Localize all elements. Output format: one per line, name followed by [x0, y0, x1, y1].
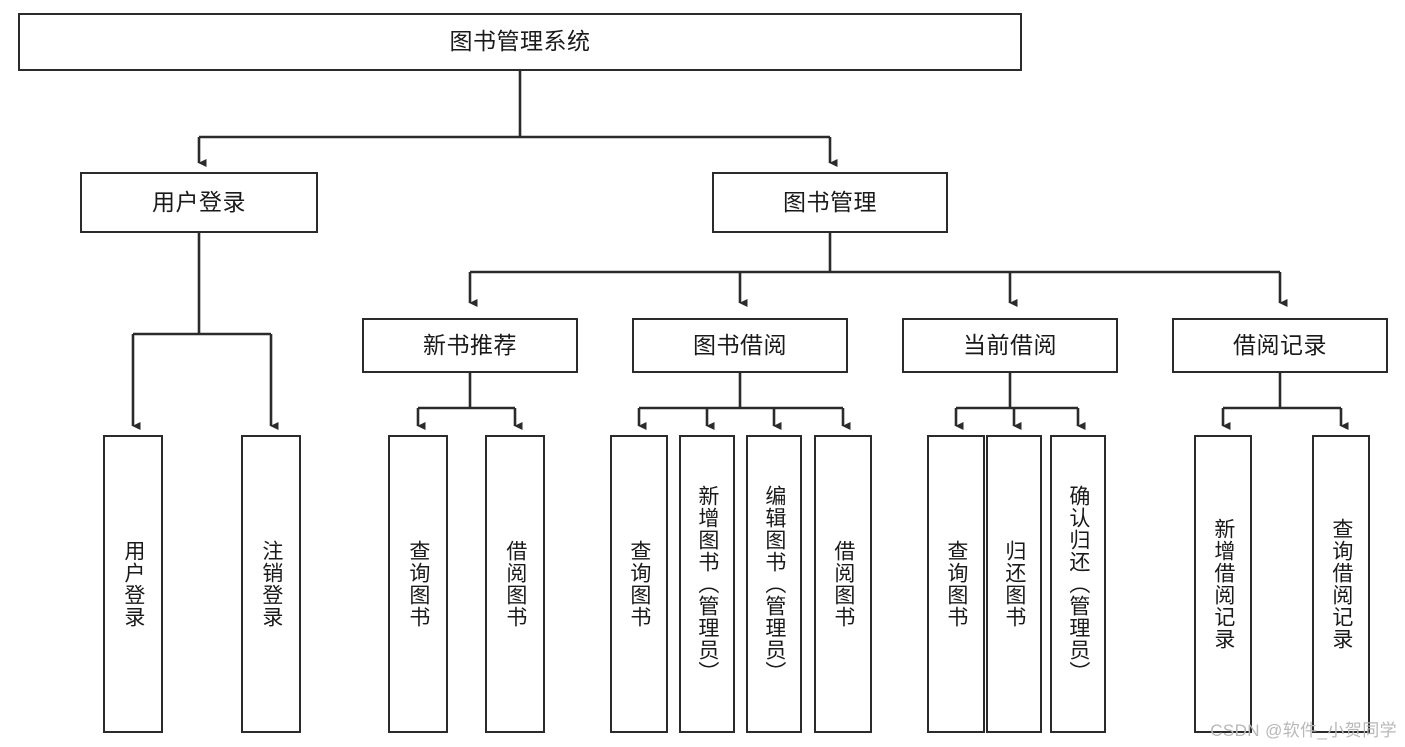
leaf-user-logout[interactable]: 注销登录 [241, 435, 301, 733]
node-book-management[interactable]: 图书管理 [712, 172, 948, 233]
node-user-login[interactable]: 用户登录 [80, 172, 318, 233]
leaf-add-record[interactable]: 新增借阅记录 [1194, 435, 1252, 733]
node-borrow-record[interactable]: 借阅记录 [1172, 318, 1388, 373]
leaf-add-book[interactable]: 新增图书（管理员） [679, 435, 735, 733]
leaf-query-book-2[interactable]: 查询图书 [610, 435, 668, 733]
leaf-confirm-return[interactable]: 确认归还（管理员） [1050, 435, 1106, 733]
leaf-query-book-3[interactable]: 查询图书 [927, 435, 985, 733]
leaf-edit-book[interactable]: 编辑图书（管理员） [746, 435, 802, 733]
leaf-query-record[interactable]: 查询借阅记录 [1312, 435, 1370, 733]
leaf-borrow-book-1[interactable]: 借阅图书 [485, 435, 545, 733]
node-root-system[interactable]: 图书管理系统 [18, 13, 1022, 71]
leaf-user-login[interactable]: 用户登录 [103, 435, 163, 733]
leaf-query-book-1[interactable]: 查询图书 [388, 435, 448, 733]
watermark-text: CSDN @软件_小贺同学 [1210, 721, 1397, 740]
node-current-borrow[interactable]: 当前借阅 [902, 318, 1118, 373]
leaf-return-book[interactable]: 归还图书 [986, 435, 1042, 733]
node-book-borrow[interactable]: 图书借阅 [632, 318, 848, 373]
node-new-book-recommend[interactable]: 新书推荐 [362, 318, 578, 373]
leaf-borrow-book-2[interactable]: 借阅图书 [814, 435, 872, 733]
